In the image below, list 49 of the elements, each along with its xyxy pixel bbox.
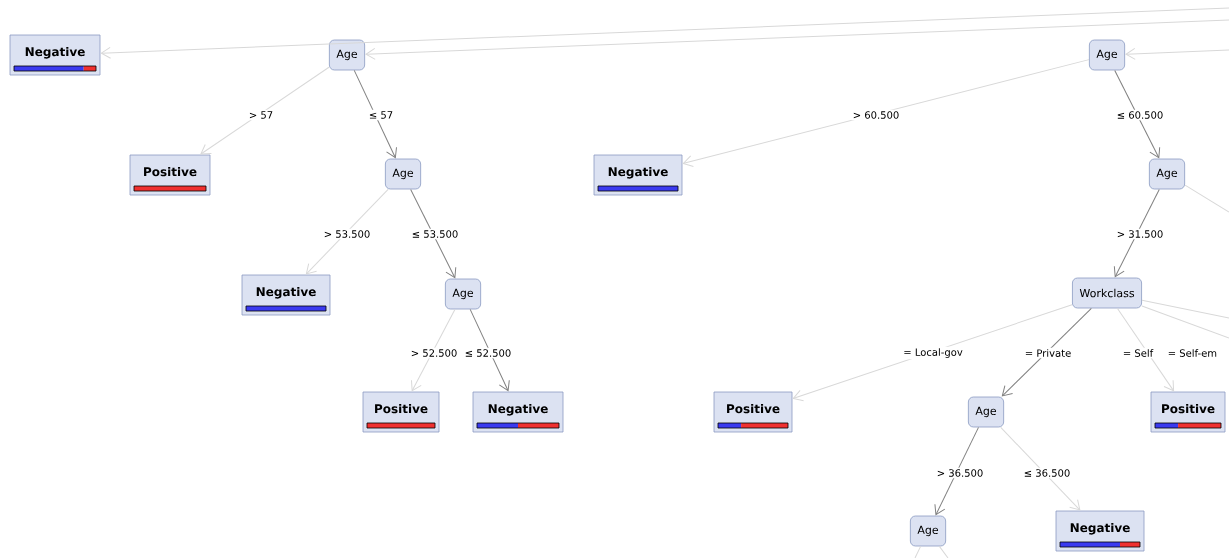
arrow (353, 69, 397, 159)
arrow (1113, 188, 1160, 278)
split-box: Age (1088, 39, 1126, 71)
arrow (100, 7, 1229, 59)
leaf-box: Negative (9, 34, 101, 76)
arrow (200, 66, 330, 155)
arrow (792, 304, 1073, 402)
split-box: Age (1148, 158, 1186, 190)
leaf-box: Positive (362, 391, 440, 433)
edge-label: ≤ 36.500 (1024, 469, 1070, 477)
edge-label: = Private (1025, 349, 1071, 357)
edge-label: > 31.500 (1117, 230, 1163, 238)
split-box: Workclass (1072, 277, 1142, 309)
edge-label: = Self (1123, 349, 1154, 357)
leaf-box: Positive (129, 154, 211, 196)
arrow (305, 188, 389, 275)
arrow (1117, 307, 1175, 392)
leaf-box: Positive (713, 391, 793, 433)
edge-label: > 57 (249, 111, 273, 119)
split-box: Age (328, 39, 366, 71)
arrow (365, 19, 1229, 60)
edge-label: > 36.500 (937, 469, 983, 477)
leaf-box: Negative (1055, 510, 1145, 552)
arrow (1125, 47, 1229, 60)
leaf-box: Negative (241, 274, 331, 316)
edge-label: > 52.500 (411, 349, 457, 357)
arrow (1001, 307, 1092, 397)
arrow (469, 308, 510, 392)
edge-label: ≤ 60.500 (1117, 111, 1163, 119)
split-box: Age (444, 278, 482, 310)
edge-label: ≤ 53.500 (412, 230, 458, 238)
arrow (410, 188, 457, 279)
split-box: Age (384, 158, 422, 190)
split-box: Age (909, 515, 947, 547)
split-box: Age (967, 396, 1005, 428)
arrow (934, 426, 979, 516)
edge-label: ≤ 52.500 (465, 349, 511, 357)
arrow (1000, 426, 1081, 511)
leaf-box: Positive (1150, 391, 1226, 433)
edge-label: ≤ 57 (369, 111, 393, 119)
arrow (682, 59, 1090, 168)
arrow (1114, 69, 1161, 159)
edge-label: = Self-em (1168, 349, 1217, 357)
edge-label: > 53.500 (324, 230, 370, 238)
leaf-box: Negative (472, 391, 564, 433)
edge-label: > 60.500 (853, 111, 899, 119)
leaf-box: Negative (593, 154, 683, 196)
arrow (411, 308, 456, 392)
edge-label: = Local-gov (904, 348, 963, 358)
